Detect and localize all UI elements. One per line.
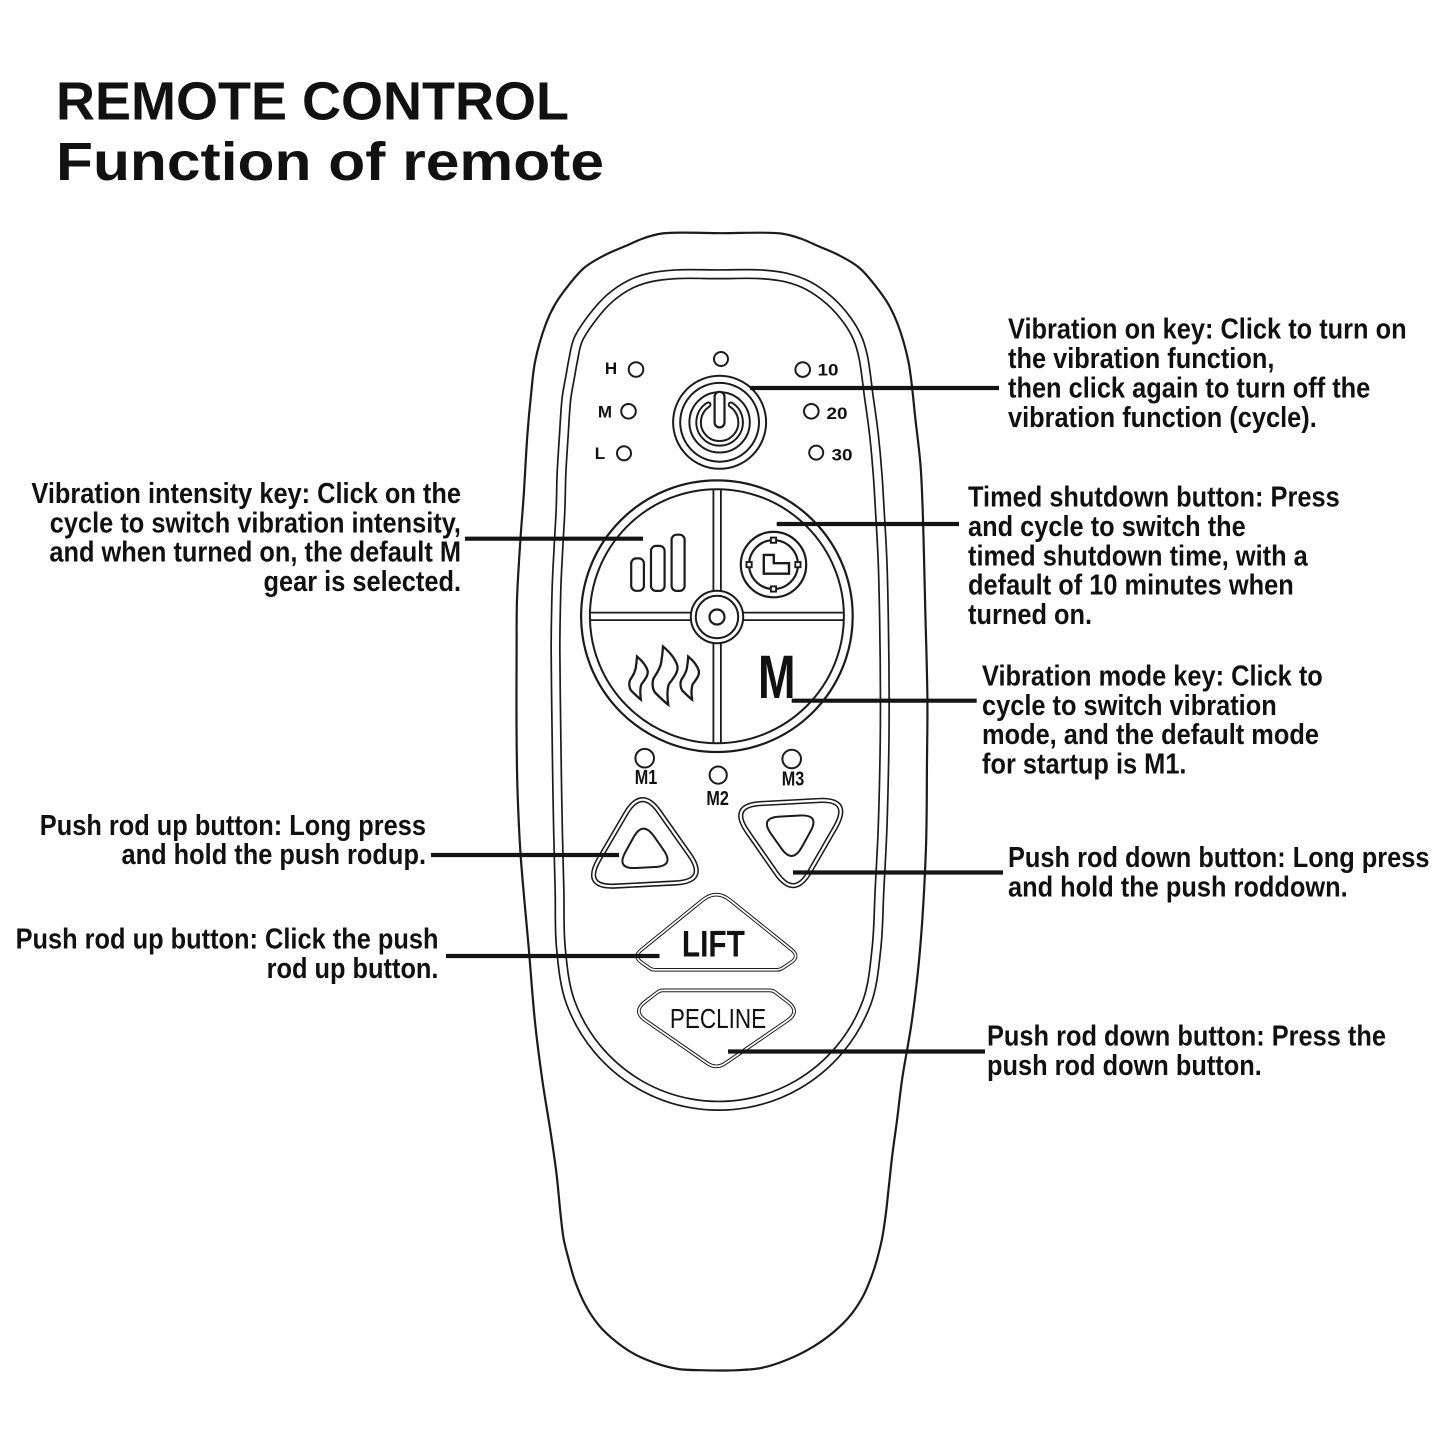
svg-text:PECLINE: PECLINE bbox=[670, 1003, 766, 1034]
svg-text:and hold the push rodup.: and hold the push rodup. bbox=[122, 839, 427, 871]
svg-text:Vibration intensity key: Click: Vibration intensity key: Click on the bbox=[31, 478, 461, 510]
svg-text:M1: M1 bbox=[635, 767, 658, 789]
svg-text:M3: M3 bbox=[782, 769, 805, 791]
svg-text:and hold the push roddown.: and hold the push roddown. bbox=[1008, 872, 1348, 904]
svg-text:L: L bbox=[595, 444, 605, 463]
svg-text:Vibration mode key: Click to: Vibration mode key: Click to bbox=[982, 660, 1323, 692]
svg-text:Push rod up button: Click the: Push rod up button: Click the push bbox=[16, 924, 439, 956]
svg-text:10: 10 bbox=[818, 361, 839, 380]
svg-text:and when turned on, the defaul: and when turned on, the default M bbox=[49, 537, 461, 569]
svg-text:LIFT: LIFT bbox=[682, 923, 745, 964]
svg-text:M: M bbox=[758, 643, 796, 711]
svg-text:30: 30 bbox=[832, 446, 853, 465]
svg-text:cycle to switch vibration: cycle to switch vibration bbox=[982, 690, 1277, 722]
svg-text:and cycle to switch the: and cycle to switch the bbox=[968, 511, 1246, 543]
svg-text:Push rod down button: Press th: Push rod down button: Press the bbox=[987, 1020, 1386, 1052]
svg-text:20: 20 bbox=[827, 404, 848, 423]
svg-text:turned on.: turned on. bbox=[968, 599, 1092, 631]
svg-text:Timed shutdown button: Press: Timed shutdown button: Press bbox=[968, 482, 1340, 514]
svg-text:rod up button.: rod up button. bbox=[267, 953, 439, 985]
svg-text:Function of remote: Function of remote bbox=[56, 132, 604, 192]
svg-text:for startup is M1.: for startup is M1. bbox=[982, 749, 1187, 781]
svg-text:default of 10 minutes when: default of 10 minutes when bbox=[968, 570, 1294, 602]
svg-text:vibration function (cycle).: vibration function (cycle). bbox=[1008, 402, 1317, 434]
svg-text:Vibration on key: Click to tur: Vibration on key: Click to turn on bbox=[1008, 314, 1407, 346]
svg-text:Push rod up button: Long press: Push rod up button: Long press bbox=[40, 810, 426, 842]
svg-text:the vibration function,: the vibration function, bbox=[1008, 343, 1274, 375]
svg-text:push rod down button.: push rod down button. bbox=[987, 1050, 1262, 1082]
svg-text:cycle to switch vibration inte: cycle to switch vibration intensity, bbox=[50, 507, 461, 539]
svg-text:gear is selected.: gear is selected. bbox=[264, 566, 462, 598]
svg-text:then click again to turn off t: then click again to turn off the bbox=[1008, 373, 1370, 405]
svg-text:mode, and the default mode: mode, and the default mode bbox=[982, 719, 1319, 751]
svg-text:M: M bbox=[598, 403, 612, 422]
svg-text:REMOTE CONTROL: REMOTE CONTROL bbox=[56, 72, 569, 132]
svg-text:H: H bbox=[605, 359, 617, 378]
svg-text:Push rod down button: Long pre: Push rod down button: Long press bbox=[1008, 842, 1430, 874]
svg-text:M2: M2 bbox=[706, 788, 729, 810]
svg-text:timed shutdown time, with a: timed shutdown time, with a bbox=[968, 540, 1309, 572]
